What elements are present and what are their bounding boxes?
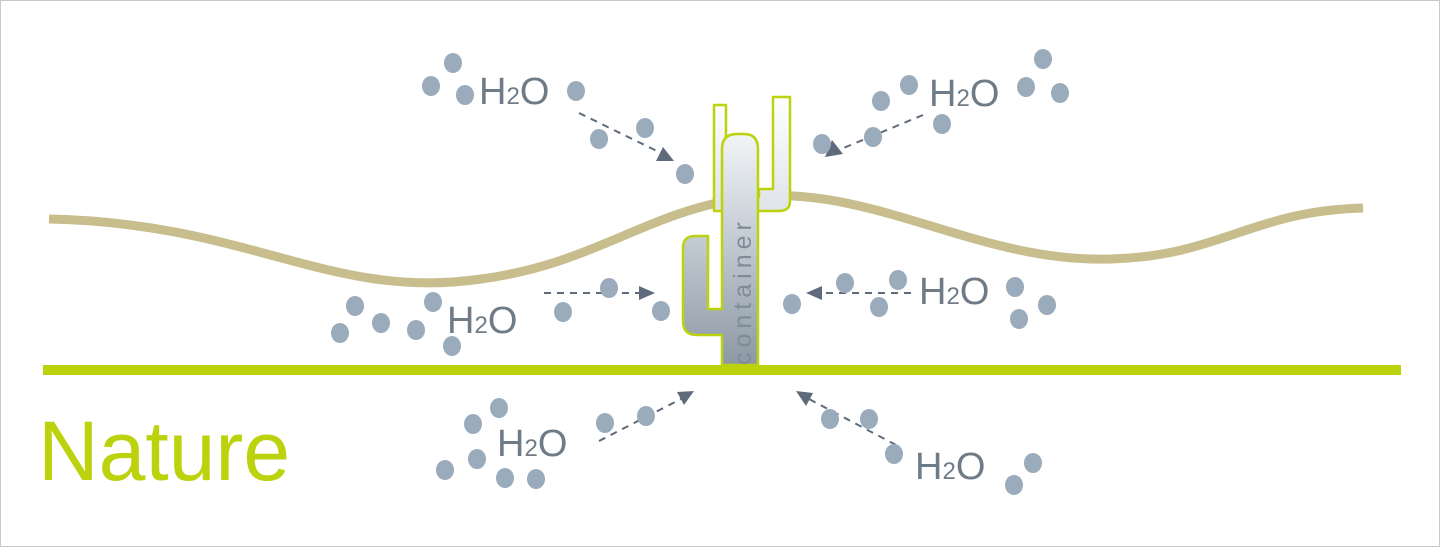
- h2o-label-bottom-left: H2O: [497, 423, 567, 465]
- cactus-icon: [681, 132, 760, 367]
- water-droplets: [331, 49, 1069, 495]
- water-droplet-icon: [422, 76, 440, 96]
- water-droplet-icon: [1051, 83, 1069, 103]
- arrow-bottom-left: [598, 391, 694, 442]
- water-droplet-icon: [652, 301, 670, 321]
- water-droplet-icon: [676, 164, 694, 184]
- water-droplet-icon: [900, 75, 918, 95]
- water-droplet-icon: [424, 292, 442, 312]
- water-droplet-icon: [636, 118, 654, 138]
- nature-horizon-line: [43, 365, 1401, 375]
- arrow-top-right: [825, 114, 924, 157]
- water-droplet-icon: [436, 460, 454, 480]
- water-droplet-icon: [836, 273, 854, 293]
- water-droplet-icon: [870, 297, 888, 317]
- water-droplet-icon: [468, 449, 486, 469]
- nature-label: Nature: [38, 404, 290, 498]
- water-droplet-icon: [443, 336, 461, 356]
- arrow-bottom-right: [796, 391, 897, 446]
- h2o-label-top-right: H2O: [929, 73, 999, 115]
- water-droplet-icon: [464, 414, 482, 434]
- h2o-label-top-left: H2O: [479, 71, 549, 113]
- water-droplet-icon: [783, 294, 801, 314]
- water-droplet-icon: [864, 127, 882, 147]
- water-droplet-icon: [567, 81, 585, 101]
- water-droplet-icon: [407, 320, 425, 340]
- water-droplet-icon: [1024, 453, 1042, 473]
- water-droplet-icon: [490, 398, 508, 418]
- water-droplet-icon: [346, 296, 364, 316]
- water-droplet-icon: [813, 134, 831, 154]
- water-droplet-icon: [872, 91, 890, 111]
- water-droplet-icon: [1034, 49, 1052, 69]
- water-droplet-icon: [496, 468, 514, 488]
- water-droplet-icon: [554, 302, 572, 322]
- water-droplet-icon: [1017, 77, 1035, 97]
- water-droplet-icon: [590, 129, 608, 149]
- arrow-middle-right: [806, 286, 911, 300]
- water-droplet-icon: [372, 313, 390, 333]
- water-droplet-icon: [527, 469, 545, 489]
- water-droplet-icon: [885, 444, 903, 464]
- water-droplet-icon: [596, 413, 614, 433]
- water-droplet-icon: [1038, 295, 1056, 315]
- container-label: container: [729, 217, 757, 365]
- water-droplet-icon: [1006, 277, 1024, 297]
- water-droplet-icon: [821, 409, 839, 429]
- h2o-label-middle-left: H2O: [447, 300, 517, 342]
- water-droplet-icon: [860, 409, 878, 429]
- water-droplet-icon: [1005, 475, 1023, 495]
- arrow-top-left: [578, 112, 674, 161]
- water-droplet-icon: [933, 114, 951, 134]
- water-droplet-icon: [1010, 309, 1028, 329]
- water-droplet-icon: [331, 323, 349, 343]
- water-droplet-icon: [456, 85, 474, 105]
- water-droplet-icon: [444, 53, 462, 73]
- h2o-label-bottom-right: H2O: [915, 446, 985, 488]
- water-droplet-icon: [637, 406, 655, 426]
- water-droplet-icon: [889, 270, 907, 290]
- arrow-middle-left: [544, 286, 655, 300]
- h2o-label-middle-right: H2O: [919, 271, 989, 313]
- water-droplet-icon: [600, 278, 618, 298]
